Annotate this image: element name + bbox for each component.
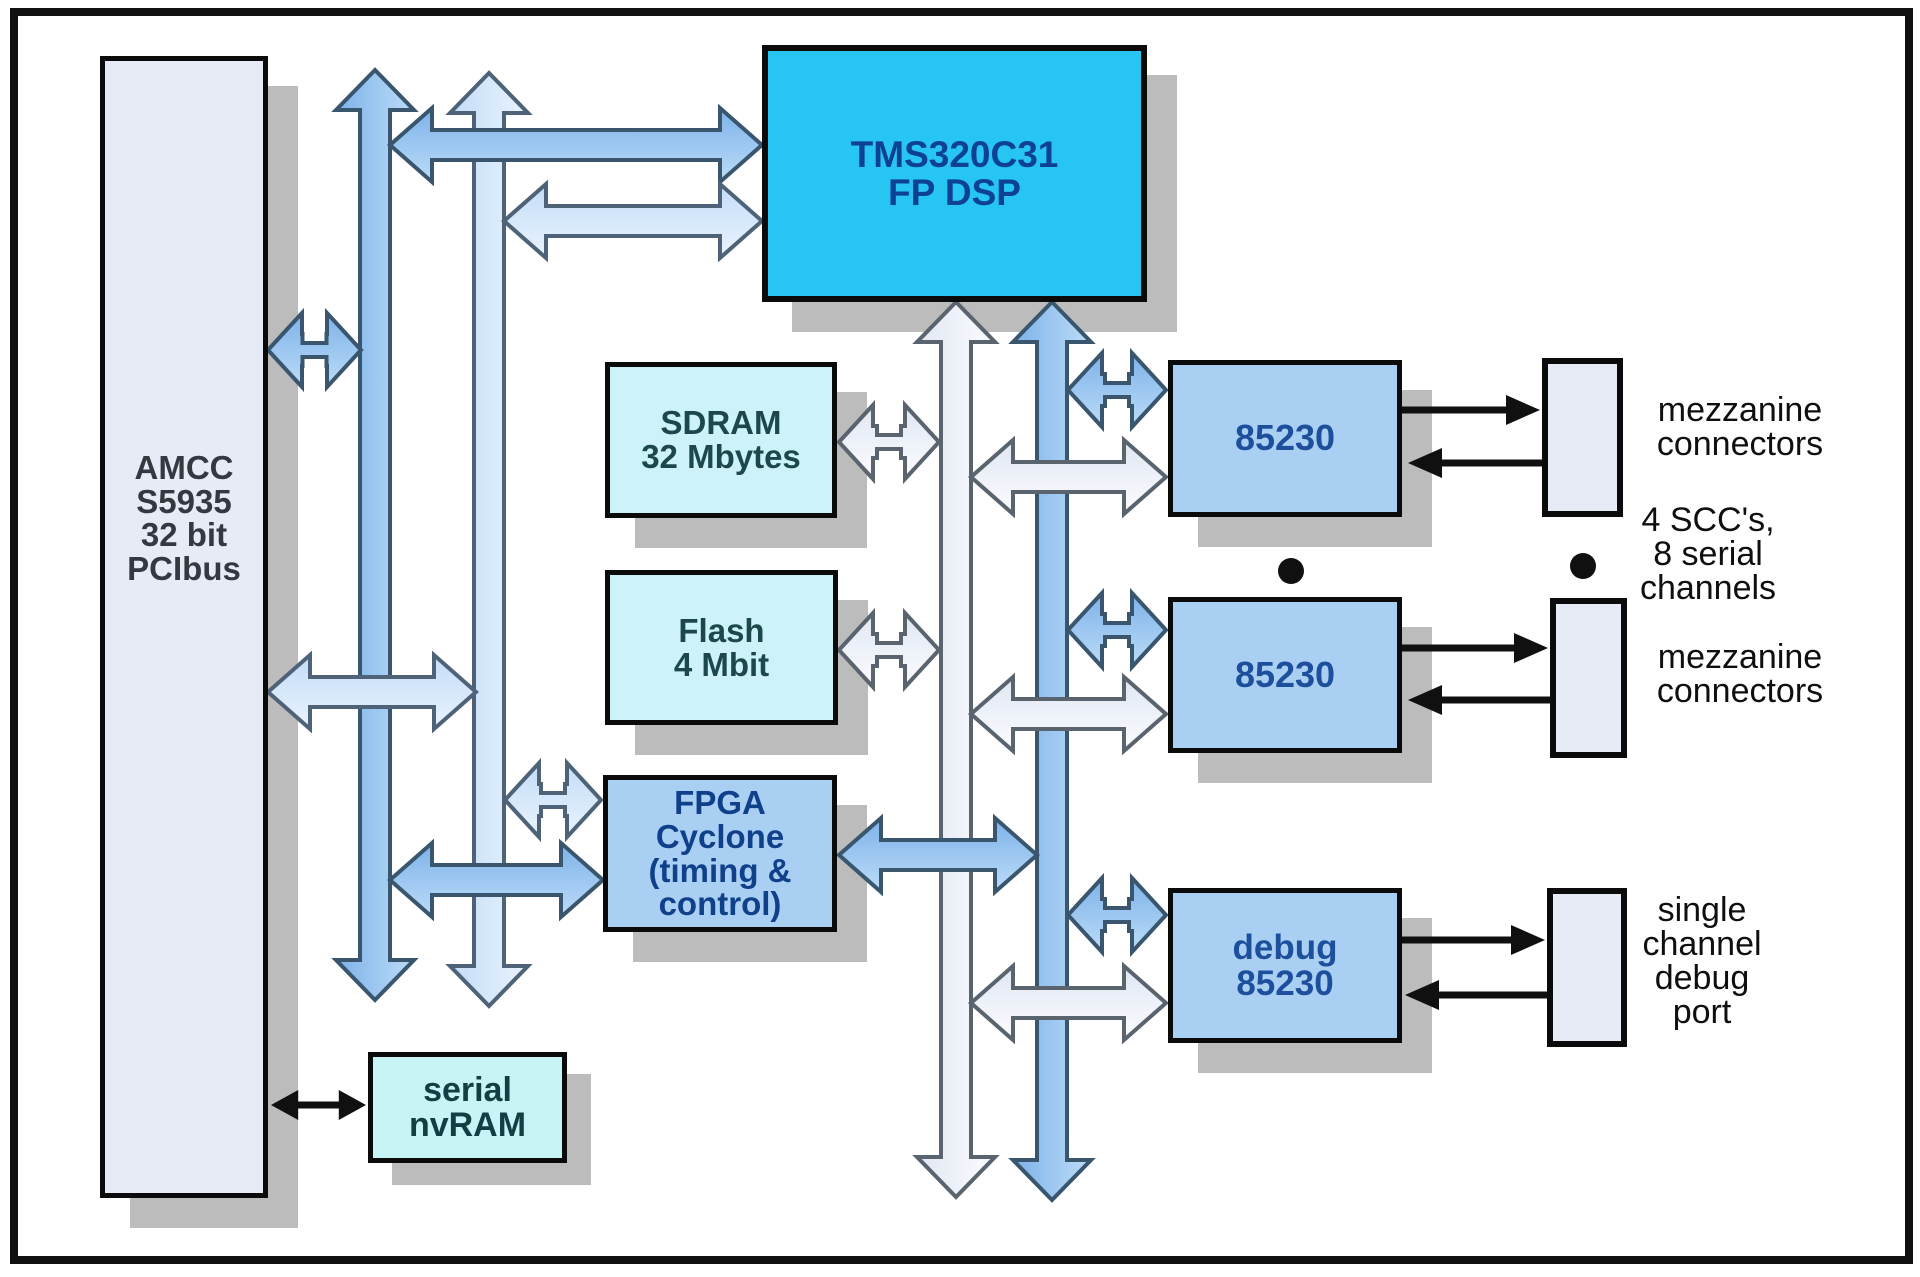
amcc-pci-bridge-box: AMCC S5935 32 bit PCIbus — [100, 56, 268, 1198]
mezzanine-connector-box-2 — [1550, 598, 1627, 758]
debug-label: debug 85230 — [1173, 930, 1397, 1001]
mezz1-label-line: connectors — [1656, 425, 1824, 463]
arrow-sdram-bus3 — [836, 399, 942, 485]
bus-group — [331, 67, 1096, 1203]
amcc-label-line: S5935 — [136, 482, 232, 520]
bus-dsp-periph — [1008, 299, 1096, 1203]
amcc-label-line: AMCC — [134, 449, 234, 486]
sdram-box: SDRAM 32 Mbytes — [605, 362, 837, 518]
scc-label-line: channels — [1639, 569, 1777, 607]
scc2-label-line: 85230 — [1234, 653, 1336, 695]
serial-nvram-box: serial nvRAM — [368, 1052, 567, 1163]
scc-channels-label: 4 SCC's, 8 serial channels — [1640, 503, 1776, 605]
flash-label-line: Flash — [678, 611, 765, 649]
debug-label-line: debug — [1232, 927, 1338, 967]
arrow-amcc-nvram — [271, 1090, 366, 1120]
scc1-label-line: 85230 — [1234, 417, 1336, 459]
outer-border-frame — [10, 8, 1913, 1264]
nvram-label-line: nvRAM — [408, 1105, 527, 1144]
port-label-line: single — [1657, 891, 1747, 929]
flash-label: Flash 4 Mbit — [610, 614, 833, 681]
fpga-cyclone-box: FPGA Cyclone (timing & control) — [603, 775, 837, 932]
scc-85230-box-1: 85230 — [1168, 360, 1402, 517]
debug-85230-box: debug 85230 — [1168, 888, 1402, 1043]
sdram-label-line: 32 Mbytes — [641, 438, 801, 475]
scc-85230-box-2: 85230 — [1168, 597, 1402, 753]
ellipsis-dot-group — [1278, 553, 1596, 584]
mezz2-label-line: connectors — [1656, 672, 1824, 710]
scc-label-line: 8 serial — [1653, 535, 1763, 573]
bus-local-1 — [331, 67, 419, 1003]
arrow-amcc-bus2 — [264, 650, 480, 734]
arrow-mezz1-scc1-rx — [1408, 448, 1542, 478]
arrow-bus3-debug — [967, 961, 1170, 1045]
tms-label-line: TMS320C31 — [850, 133, 1059, 175]
flash-label-line: 4 Mbit — [673, 645, 770, 683]
arrow-mezz2-scc2-rx — [1408, 685, 1550, 715]
amcc-label: AMCC S5935 32 bit PCIbus — [105, 451, 263, 586]
mezzanine-connectors-label-2: mezzanine connectors — [1657, 640, 1823, 708]
debug-port-label: single channel debug port — [1642, 893, 1761, 1029]
sdram-label-line: SDRAM — [660, 404, 782, 442]
fpga-label-line: (timing & — [648, 851, 792, 889]
flash-box: Flash 4 Mbit — [605, 570, 838, 725]
arrow-bus4-scc1 — [1065, 347, 1169, 433]
amcc-label-line: PCIbus — [127, 549, 241, 587]
mezzanine-connector-box-1 — [1542, 358, 1623, 517]
tms-label: TMS320C31 FP DSP — [768, 136, 1141, 211]
arrow-bus4-debug — [1065, 872, 1169, 958]
arrow-debug-port-tx — [1402, 925, 1545, 955]
mezz2-label-line: mezzanine — [1657, 638, 1823, 676]
debug-port-connector-box — [1547, 888, 1627, 1047]
scc-label-line: 4 SCC's, — [1641, 501, 1775, 539]
arrow-bus3-scc2 — [967, 672, 1170, 756]
arrow-port-debug-rx — [1405, 980, 1547, 1010]
amcc-label-line: 32 bit — [140, 516, 228, 554]
mezz1-label-line: mezzanine — [1657, 391, 1823, 429]
mezzanine-connectors-label-1: mezzanine connectors — [1657, 393, 1823, 461]
arrow-scc2-mezz2-tx — [1402, 633, 1548, 663]
tms-label-line: FP DSP — [888, 171, 1021, 213]
arrow-bus4-scc2 — [1065, 587, 1169, 673]
nvram-label-line: serial — [423, 1070, 512, 1109]
tms-dsp-box: TMS320C31 FP DSP — [762, 45, 1147, 302]
arrow-flash-bus3 — [836, 607, 942, 693]
nvram-label: serial nvRAM — [373, 1073, 562, 1142]
fpga-label-line: Cyclone — [655, 817, 785, 855]
ellipsis-dot-scc — [1278, 558, 1304, 584]
arrow-bus3-scc1 — [967, 435, 1170, 519]
fpga-label-line: FPGA — [674, 784, 766, 822]
scc1-label: 85230 — [1173, 417, 1397, 459]
horizontal-arrow-group — [264, 103, 1170, 1045]
bus-dsp-data — [912, 299, 1000, 1200]
arrow-fpga-bus4 — [835, 813, 1041, 897]
bus-local-2 — [445, 70, 533, 1009]
port-label-line: debug — [1654, 959, 1750, 997]
port-label-line: channel — [1642, 925, 1762, 963]
ellipsis-dot-mezz — [1570, 553, 1596, 579]
black-arrow-group — [271, 395, 1550, 1120]
sdram-label: SDRAM 32 Mbytes — [610, 406, 832, 473]
arrow-bus2-fpga — [502, 757, 604, 843]
arrow-amcc-bus1 — [265, 307, 364, 393]
scc2-label: 85230 — [1173, 653, 1397, 695]
port-label-line: port — [1672, 993, 1732, 1031]
fpga-label-line: control) — [658, 885, 782, 923]
debug-label-line: 85230 — [1236, 963, 1334, 1003]
arrow-scc1-mezz1-tx — [1402, 395, 1540, 425]
fpga-label: FPGA Cyclone (timing & control) — [608, 786, 832, 921]
